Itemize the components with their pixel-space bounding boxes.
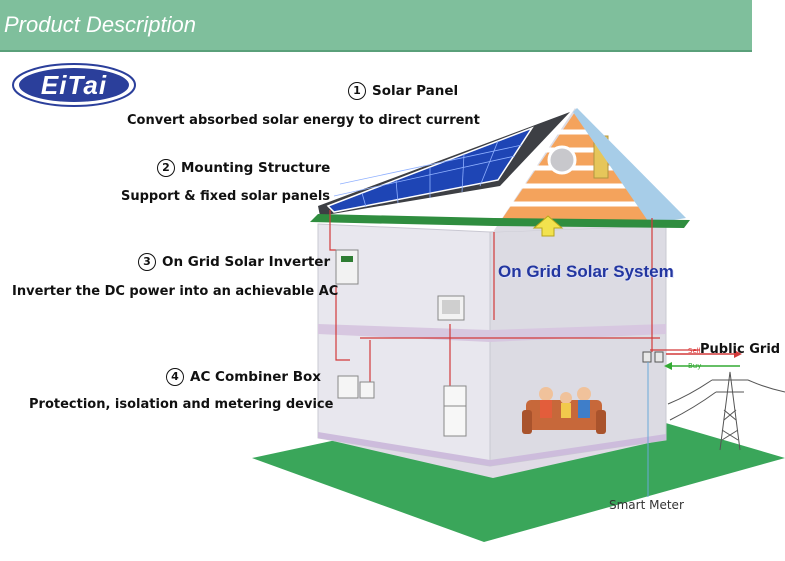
ac-combiner-box (337, 375, 359, 399)
smart-meter-label: Smart Meter (609, 498, 684, 512)
roof-eave (310, 214, 690, 228)
family-sofa (522, 387, 606, 434)
number-1-icon: 1 (348, 82, 366, 100)
right-roof (573, 108, 686, 224)
mounting-structure-desc: Support & fixed solar panels (121, 189, 331, 204)
inverter-desc: Inverter the DC power into an achievable… (12, 284, 339, 299)
arrow-up-icon (532, 215, 564, 237)
solar-panel-grid (333, 140, 523, 208)
inverter (335, 249, 359, 285)
number-2-icon: 2 (157, 159, 175, 177)
sell-label: Sell (688, 347, 701, 355)
buy-label: Buy (688, 362, 702, 370)
system-title: On Grid Solar System (498, 262, 674, 281)
base-slab (318, 432, 666, 466)
power-tower-icon (667, 371, 785, 451)
vent-icon (547, 145, 577, 175)
page-title: Product Description (4, 12, 196, 37)
number-4-icon: 4 (166, 368, 184, 386)
solar-panel-desc: Convert absorbed solar energy to direct … (127, 113, 480, 128)
wiring (329, 210, 700, 392)
logo-ellipse-icon (12, 63, 136, 107)
smart-meter-device (642, 351, 652, 363)
combiner-box-desc: Protection, isolation and metering devic… (29, 397, 334, 412)
header-bar: Product Description (0, 0, 752, 52)
eitai-logo: EiTai (12, 63, 136, 107)
number-3-icon: 3 (138, 253, 156, 271)
fridge (443, 385, 467, 437)
logo-text: EiTai (40, 70, 108, 100)
public-grid-label: Public Grid (700, 342, 781, 357)
